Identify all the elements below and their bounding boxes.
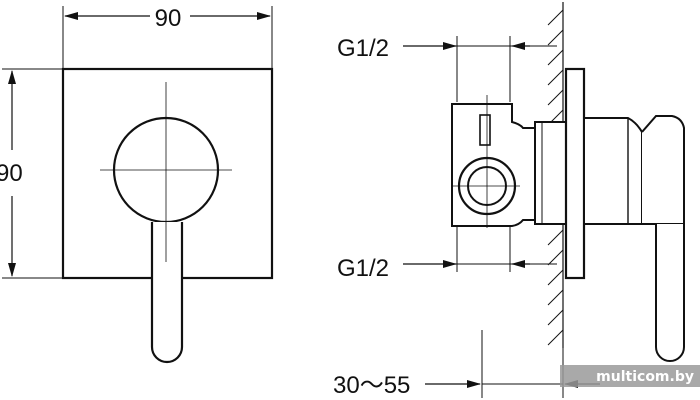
watermark: multicom.by: [560, 365, 700, 387]
handle-lever: [150, 222, 184, 364]
thread-top-label: G1/2: [337, 35, 389, 62]
watermark-text: multicom.by: [596, 369, 694, 385]
valve-sleeve: [534, 121, 567, 225]
thread-bottom-label: G1/2: [337, 255, 389, 282]
side-view: G1/2 G1/2: [333, 2, 685, 399]
valve-top-slot: [479, 114, 491, 146]
side-cover-plate: [564, 67, 586, 280]
depth-range-label: 30～55: [333, 372, 410, 399]
front-view: 90 90: [0, 5, 274, 364]
width-label: 90: [155, 5, 182, 32]
watermark-background: [560, 365, 700, 387]
side-handle-body: [583, 117, 643, 225]
height-label: 90: [0, 160, 23, 187]
side-handle-lever: [655, 224, 685, 362]
side-handle-cap: [641, 115, 685, 225]
